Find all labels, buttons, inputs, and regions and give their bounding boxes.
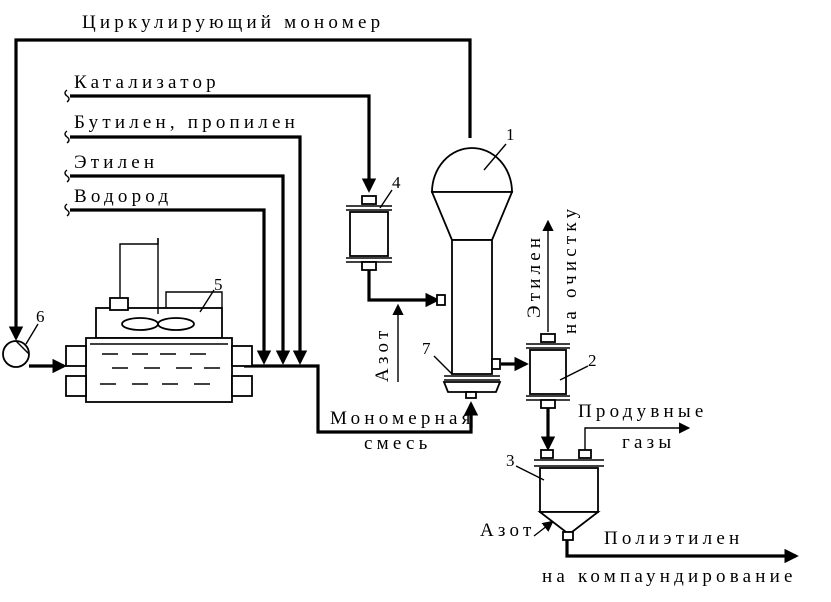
separator-3 bbox=[515, 449, 604, 541]
reactor-1 bbox=[430, 143, 514, 399]
reactor-number: 1 bbox=[506, 125, 515, 144]
ethylene-cleanup-label-1: Этилен bbox=[524, 234, 545, 318]
catalyst-feeder-number: 4 bbox=[392, 173, 401, 192]
ethylene-line bbox=[70, 174, 291, 365]
compressor-number: 6 bbox=[36, 307, 45, 326]
circulating-monomer-label: Циркулирующий мономер bbox=[82, 12, 384, 33]
ethylene-cleanup-label-2: на очистку bbox=[560, 205, 581, 334]
purge-gases-label-2: газы bbox=[622, 432, 675, 453]
catalyst-label: Катализатор bbox=[74, 72, 220, 93]
compounding-label: на компаундирование bbox=[542, 566, 797, 587]
polyethylene-label: Полиэтилен bbox=[604, 528, 743, 549]
circulating-monomer-line bbox=[8, 38, 472, 341]
purge-gases-label-1: Продувные bbox=[578, 401, 707, 422]
distributor-number: 7 bbox=[422, 339, 431, 358]
butylene-line bbox=[70, 135, 308, 365]
separator-number: 3 bbox=[506, 451, 515, 470]
ethylene-label: Этилен bbox=[74, 152, 158, 173]
nitrogen-separator-line bbox=[533, 520, 554, 537]
nitrogen-reactor-label: Азот bbox=[372, 327, 393, 382]
cooler-number: 5 bbox=[214, 275, 223, 294]
hydrogen-line bbox=[70, 208, 272, 365]
distributor-7-pointer bbox=[433, 355, 453, 375]
compressor-6 bbox=[2, 323, 39, 368]
catalyst-feeder-4 bbox=[346, 189, 393, 271]
catalyst-line bbox=[70, 94, 377, 193]
feeder-outlet-line bbox=[367, 270, 440, 308]
monomer-mix-label-2: смесь bbox=[364, 433, 431, 454]
monomer-mix-label-1: Мономерная bbox=[330, 408, 475, 429]
nitrogen-separator-label: Азот bbox=[480, 520, 535, 541]
cyclone-2 bbox=[526, 333, 589, 409]
cooler-5 bbox=[65, 238, 253, 403]
cyclone-number: 2 bbox=[588, 351, 597, 370]
butylene-propylene-label: Бутилен, пропилен bbox=[74, 112, 299, 133]
hydrogen-label: Водород bbox=[74, 186, 172, 207]
feed-connectors bbox=[64, 89, 70, 217]
polyethylene-line bbox=[565, 540, 799, 564]
purge-gas-line bbox=[584, 422, 691, 452]
